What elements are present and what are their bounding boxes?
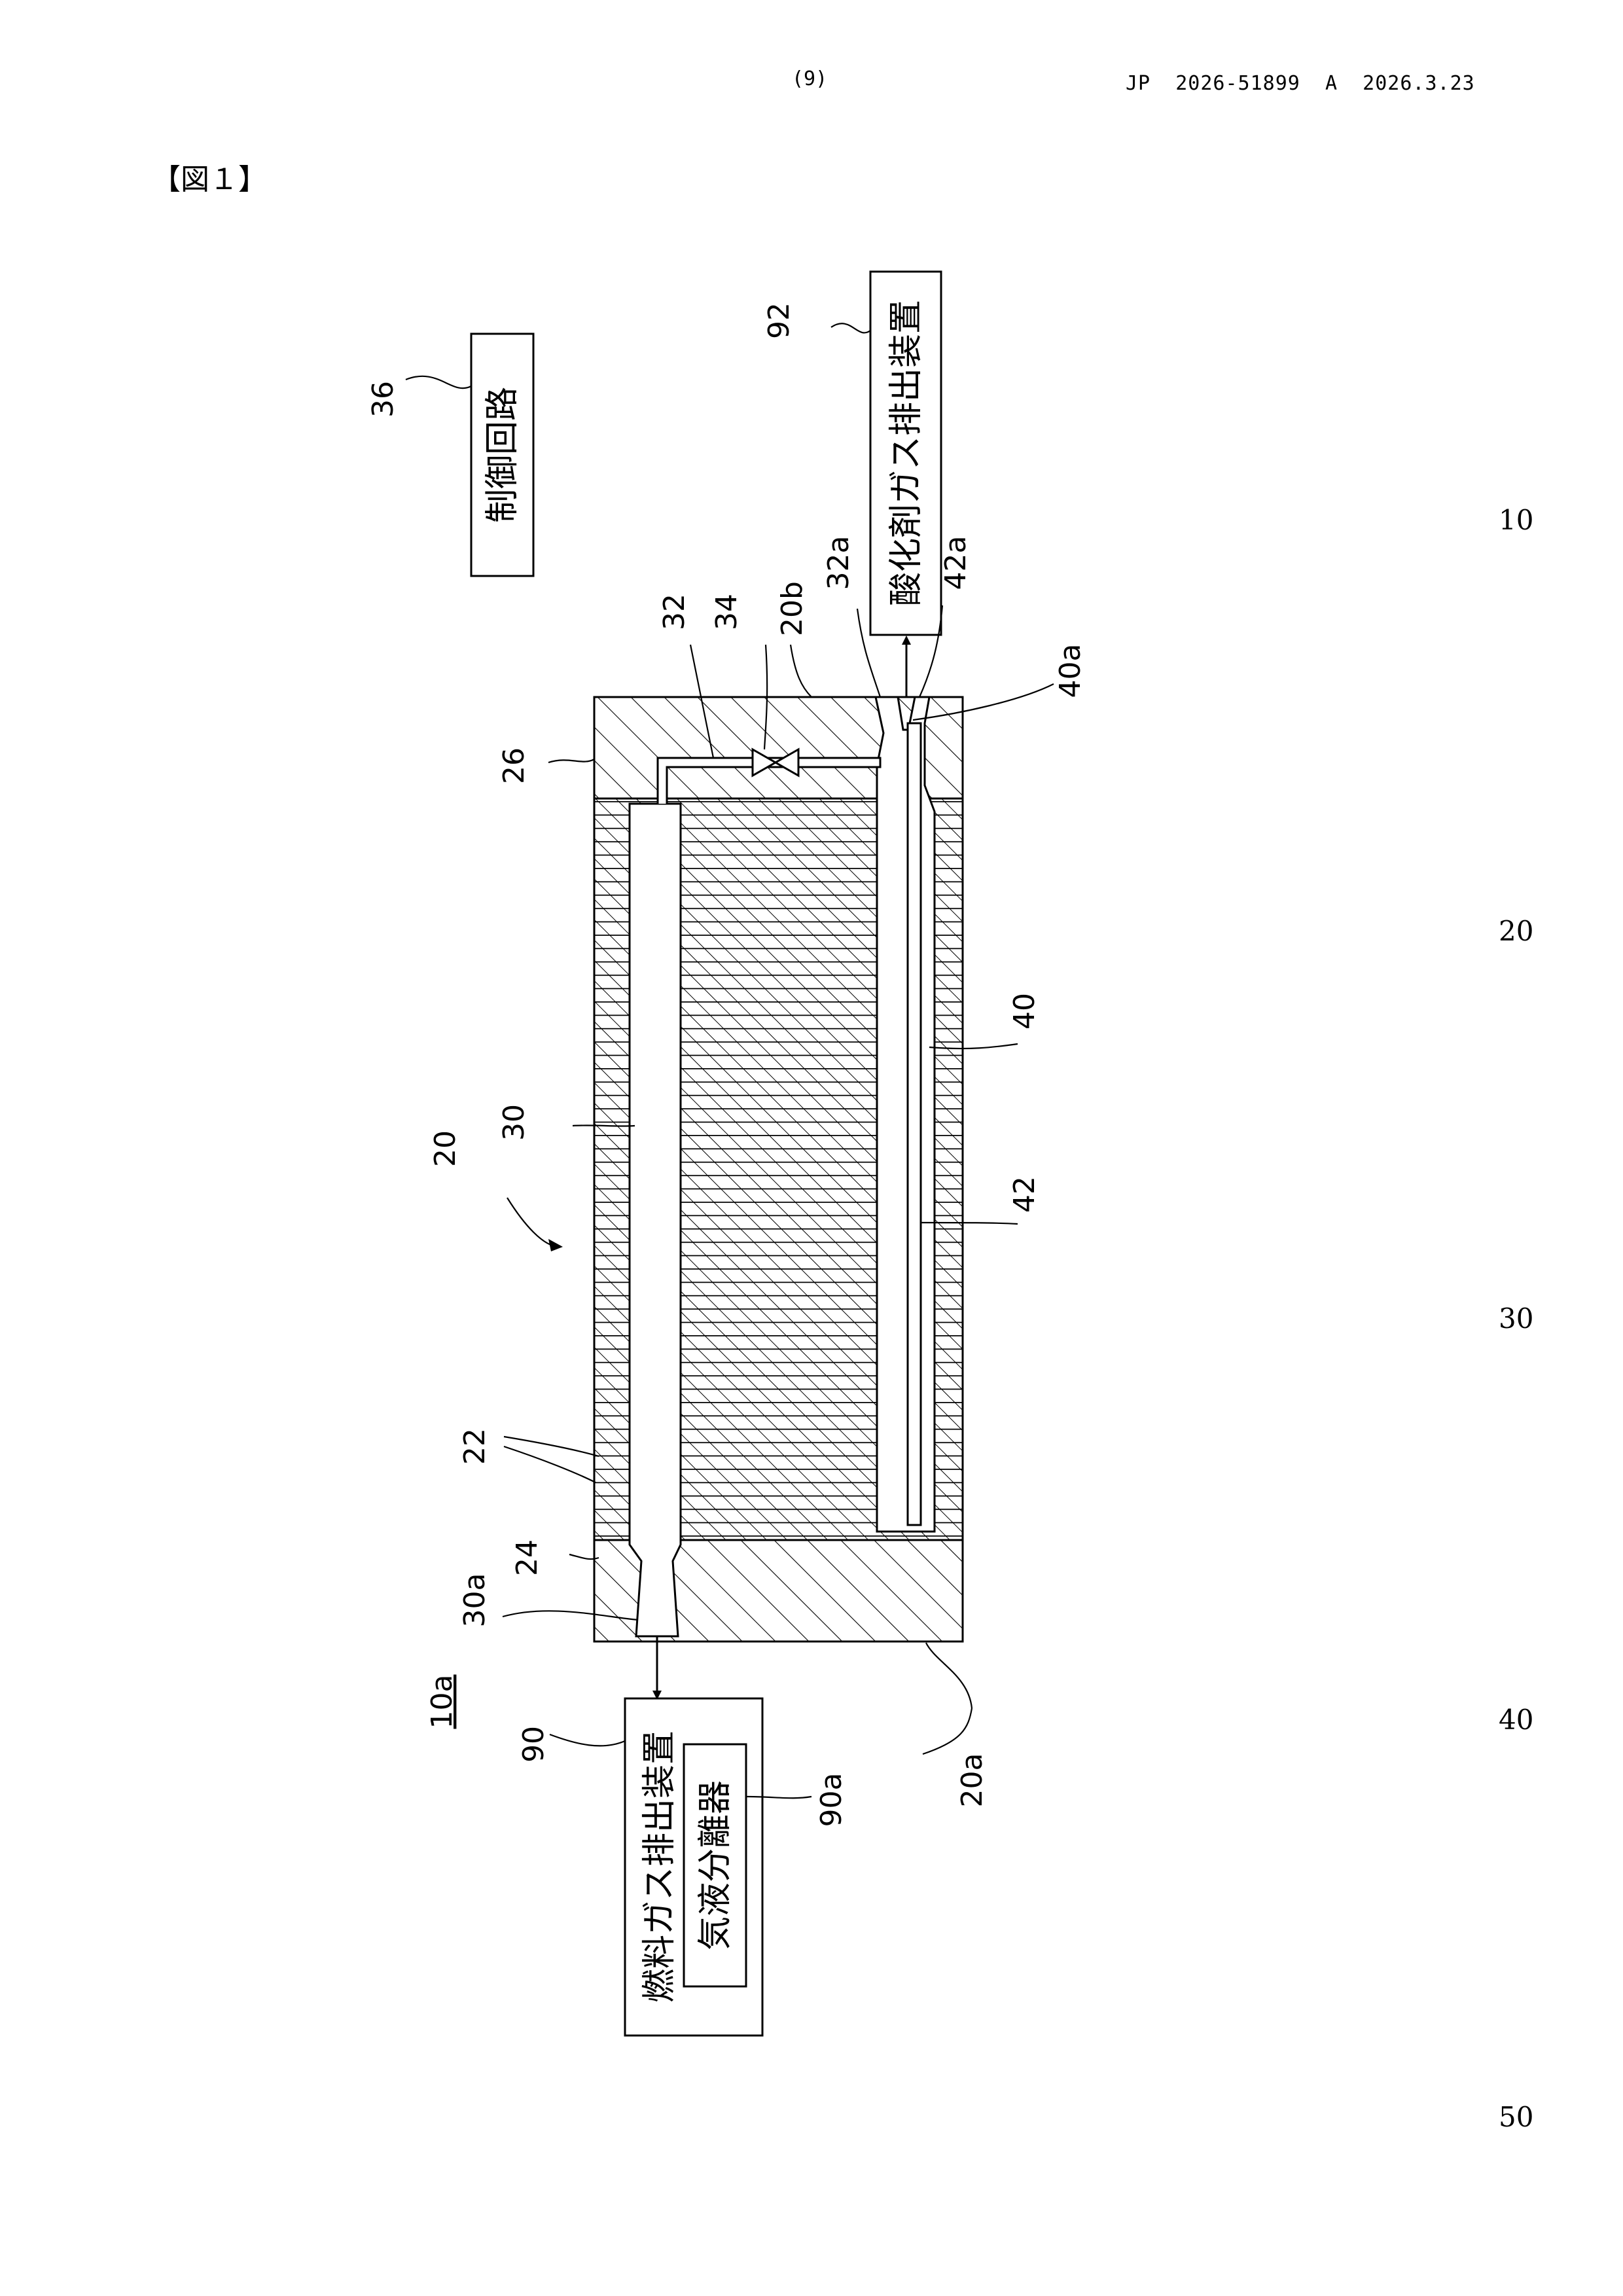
fuel-manifold — [630, 804, 681, 1636]
fuel-exhaust-label: 燃料ガス排出装置 — [640, 1731, 679, 2003]
ref-36: 36 — [366, 381, 400, 418]
oxidant-exhaust-label: 酸化剤ガス排出装置 — [887, 300, 926, 606]
ref-92: 92 — [762, 302, 796, 339]
ref-90: 90 — [517, 1726, 550, 1763]
ref-30: 30 — [497, 1104, 531, 1141]
inner-pipe — [908, 723, 921, 1525]
ref-26: 26 — [497, 747, 531, 784]
ref-40: 40 — [1008, 993, 1041, 1030]
ref-30a: 30a — [458, 1573, 491, 1628]
ref-22: 22 — [458, 1428, 491, 1465]
ref-34: 34 — [710, 594, 743, 630]
ref-90a: 90a — [815, 1773, 848, 1827]
ref-20a: 20a — [955, 1753, 989, 1808]
ref-40a: 40a — [1054, 644, 1087, 698]
ref-10a: 10a — [425, 1675, 459, 1729]
ref-42a: 42a — [939, 536, 972, 590]
stack-pointer-arrow — [507, 1198, 560, 1247]
oxidant-manifold — [876, 697, 935, 1532]
gas-liquid-separator-label: 気液分離器 — [696, 1780, 735, 1950]
ref-20: 20 — [429, 1130, 462, 1167]
stack-pointer-arrowhead — [548, 1239, 563, 1251]
ref-42: 42 — [1008, 1176, 1041, 1213]
ref-32: 32 — [658, 594, 691, 630]
ref-32a: 32a — [822, 536, 855, 590]
control-circuit-label: 制御回路 — [483, 387, 522, 523]
ref-24: 24 — [510, 1539, 544, 1576]
ref-20b: 20b — [776, 581, 809, 636]
